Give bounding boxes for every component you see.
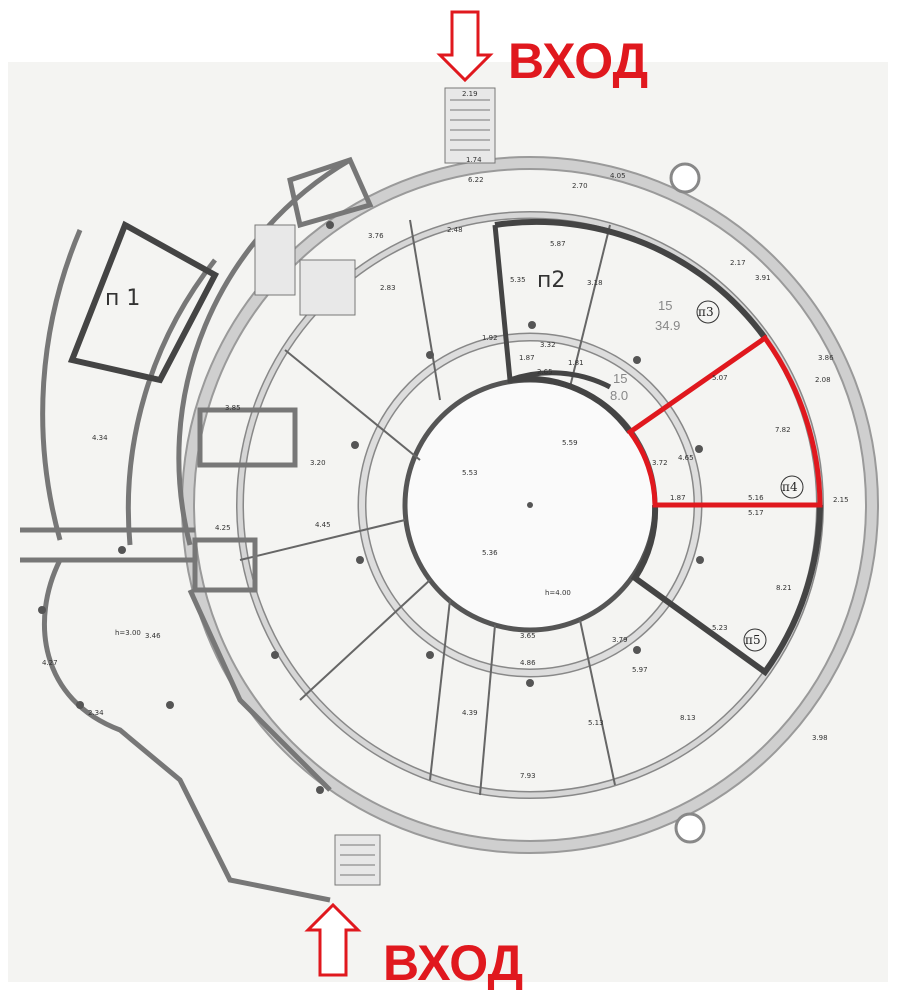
dimension-label: 2.48 [447, 226, 463, 234]
dimension-label: 8.13 [680, 714, 696, 722]
dimension-label: 1.87 [670, 494, 686, 502]
dimension-label: 4.39 [462, 709, 478, 717]
outer-wall-fill [183, 158, 877, 852]
dimension-label: 5.07 [712, 374, 728, 382]
dimension-label: 5.16 [748, 494, 764, 502]
dimension-label: 6.22 [468, 176, 484, 184]
room-p3-number: 15 [658, 298, 672, 313]
room-small-area: 8.0 [610, 388, 628, 403]
dimension-label: 8.21 [776, 584, 792, 592]
room-small-number: 15 [613, 371, 627, 386]
unit-p5-marker [743, 628, 767, 652]
dimension-label: 1.74 [466, 156, 482, 164]
dimension-label: 3.98 [812, 734, 828, 742]
dimension-label: 1.87 [519, 354, 535, 362]
dimension-label: 3.32 [540, 341, 556, 349]
dimension-label: 3.85 [225, 404, 241, 412]
dimension-label: 3.20 [310, 459, 326, 467]
dimension-label: 4.34 [92, 434, 108, 442]
atrium-column [527, 502, 533, 508]
dimension-label: 3.91 [755, 274, 771, 282]
dimension-label: 2.17 [730, 259, 746, 267]
balcony-top [669, 162, 701, 194]
radial-partitions [239, 219, 616, 796]
entrance-arrow-down-icon [436, 10, 494, 83]
stairs [254, 87, 496, 886]
entrance-arrow-up-icon [304, 902, 362, 977]
dimension-label: 4.86 [520, 659, 536, 667]
dimension-label: 4.45 [315, 521, 331, 529]
dimension-label: 5.53 [462, 469, 478, 477]
left-wing [20, 156, 374, 903]
dimension-label: 4.25 [215, 524, 231, 532]
dimension-label: 7.82 [775, 426, 791, 434]
unit-p3-outline [494, 218, 768, 340]
dimension-label: 3.65 [520, 632, 536, 640]
dimension-label: 3.18 [587, 279, 603, 287]
unit-p2-label: п2 [537, 268, 565, 293]
balcony-bottom [674, 812, 706, 844]
dimension-label: 2.70 [572, 182, 588, 190]
columns [38, 221, 704, 794]
dimension-label: 1.81 [568, 359, 584, 367]
dimension-label: 5.23 [712, 624, 728, 632]
dimension-label: 2.19 [462, 90, 478, 98]
dimension-label: 2.65 [537, 368, 553, 376]
dimension-label: 2.83 [380, 284, 396, 292]
dimension-label: 5.59 [562, 439, 578, 447]
dimension-label: 5.17 [748, 509, 764, 517]
dimension-label: 3.72 [652, 459, 668, 467]
unit-p3-marker [696, 300, 720, 324]
dimension-label: 5.35 [510, 276, 526, 284]
dimension-label: 3.76 [368, 232, 384, 240]
dimension-label: 5.13 [588, 719, 604, 727]
atrium-height: h=4.00 [545, 589, 571, 597]
entrance-bottom-label: ВХОД [383, 935, 523, 991]
unit-p4-outline-highlight [626, 334, 823, 508]
dimension-label: 3.46 [145, 632, 161, 640]
room-p3-area: 34.9 [655, 318, 680, 333]
dimension-label: 2.34 [88, 709, 104, 717]
dimension-label: 3.86 [818, 354, 834, 362]
dimension-label: 4.27 [42, 659, 58, 667]
dimension-label: 1.92 [482, 334, 498, 342]
dimension-label: 5.87 [550, 240, 566, 248]
unit-p5-outline [630, 504, 823, 677]
dimension-label: 4.05 [610, 172, 626, 180]
dimension-label: 3.79 [612, 636, 628, 644]
unit-p4-label: п4 [782, 480, 798, 494]
unit-p3-inner-outline [509, 375, 633, 434]
unit-p1-outline [67, 220, 220, 384]
left-height: h=3.00 [115, 629, 141, 637]
dimension-labels: 2.19 1.74 6.22 2.70 4.05 5.87 3.18 5.35 … [42, 90, 849, 780]
entrance-top-label: ВХОД [508, 33, 648, 89]
dimension-label: 5.97 [632, 666, 648, 674]
unit-p4-marker [780, 475, 804, 499]
dimension-label: 7.93 [520, 772, 536, 780]
dimension-label: 5.36 [482, 549, 498, 557]
dimension-label: 2.15 [833, 496, 849, 504]
dimension-label: 4.65 [678, 454, 694, 462]
dimension-label: 2.08 [815, 376, 831, 384]
unit-p1-label: п 1 [105, 286, 140, 311]
unit-p5-label: п5 [745, 633, 761, 647]
unit-p3-label: п3 [698, 305, 714, 319]
